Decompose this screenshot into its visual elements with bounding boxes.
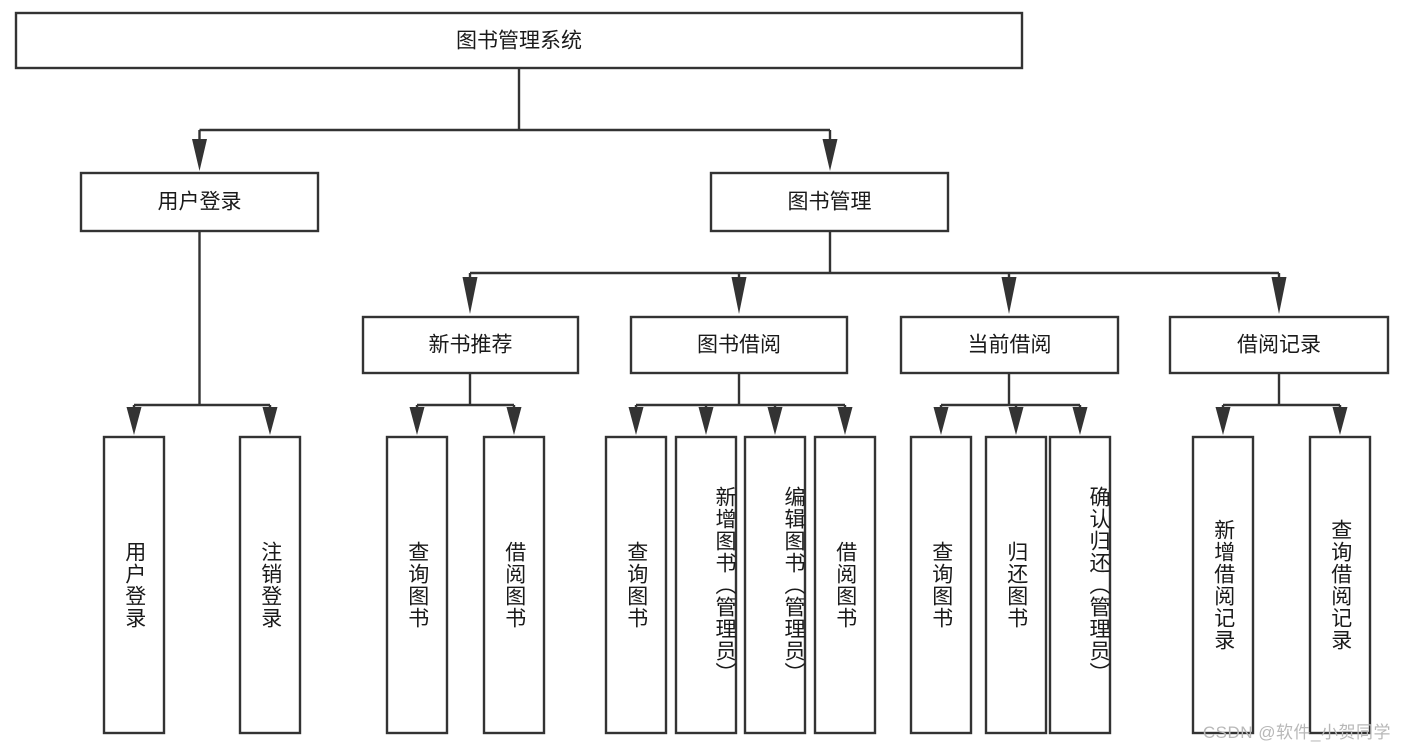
connector-group (126, 68, 1348, 435)
csdn-watermark: CSDN @软件_小贺同学 (1202, 723, 1391, 742)
arrowhead-leaf-logout-login (262, 407, 278, 435)
node-root[interactable]: 图书管理系统 (14, 11, 1024, 70)
arrowhead-book-borrow (731, 277, 747, 314)
arrowhead-leaf-edit-book-admin (767, 407, 783, 435)
node-book-borrow-box[interactable] (629, 315, 849, 375)
node-book-management-label: 图书管理 (788, 191, 872, 214)
arrowhead-new-book-recommend (462, 277, 478, 314)
arrowhead-borrow-record (1271, 277, 1287, 314)
arrowhead-leaf-user-login (126, 407, 142, 435)
leaf-borrow-book-1-box[interactable] (482, 435, 546, 735)
leaf-query-borrow-record-box[interactable] (1308, 435, 1372, 735)
arrowhead-leaf-add-book-admin (698, 407, 714, 435)
arrowhead-leaf-query-book-3 (933, 407, 949, 435)
node-book-borrow-label: 图书借阅 (697, 334, 781, 357)
arrowhead-current-borrow (1001, 277, 1017, 314)
leaf-return-book-box[interactable] (984, 435, 1048, 735)
node-current-borrow-label: 当前借阅 (968, 334, 1052, 357)
arrowhead-leaf-query-book-2 (628, 407, 644, 435)
node-new-book-recommend-label: 新书推荐 (429, 334, 513, 357)
arrowhead-leaf-borrow-book-2 (837, 407, 853, 435)
node-borrow-record-label: 借阅记录 (1237, 334, 1321, 357)
arrowhead-user-login (192, 139, 207, 171)
node-current-borrow-box[interactable] (899, 315, 1120, 375)
arrowhead-leaf-query-book-1 (409, 407, 425, 435)
arrowhead-book-management (822, 139, 838, 171)
node-root-label: 图书管理系统 (456, 30, 582, 53)
leaf-logout-login-box[interactable] (238, 435, 302, 735)
node-book-management[interactable]: 图书管理 (709, 171, 950, 233)
node-root-box[interactable] (14, 11, 1024, 70)
node-current-borrow[interactable]: 当前借阅 (899, 315, 1120, 375)
node-book-management-box[interactable] (709, 171, 950, 233)
leaf-add-book-admin-box[interactable] (674, 435, 738, 735)
arrowhead-leaf-add-borrow-record (1215, 407, 1231, 435)
leaf-add-borrow-record-box[interactable] (1191, 435, 1255, 735)
node-user-login-label: 用户登录 (158, 191, 242, 214)
leaf-query-book-2-box[interactable] (604, 435, 668, 735)
leaf-edit-book-admin-box[interactable] (743, 435, 807, 735)
arrowhead-leaf-return-book (1008, 407, 1024, 435)
node-book-borrow[interactable]: 图书借阅 (629, 315, 849, 375)
leaf-box-group (102, 435, 1372, 735)
node-new-book-recommend-box[interactable] (361, 315, 580, 375)
arrowhead-leaf-query-borrow-record (1332, 407, 1348, 435)
node-borrow-record-box[interactable] (1168, 315, 1390, 375)
leaf-user-login-box[interactable] (102, 435, 166, 735)
leaf-confirm-return-admin-box[interactable] (1048, 435, 1112, 735)
node-user-login-box[interactable] (79, 171, 320, 233)
leaf-borrow-book-2-box[interactable] (813, 435, 877, 735)
leaf-query-book-3-box[interactable] (909, 435, 973, 735)
node-new-book-recommend[interactable]: 新书推荐 (361, 315, 580, 375)
leaf-query-book-1-box[interactable] (385, 435, 449, 735)
node-user-login[interactable]: 用户登录 (79, 171, 320, 233)
arrowhead-leaf-confirm-return-admin (1072, 407, 1088, 435)
node-borrow-record[interactable]: 借阅记录 (1168, 315, 1390, 375)
arrowhead-leaf-borrow-book-1 (506, 407, 522, 435)
